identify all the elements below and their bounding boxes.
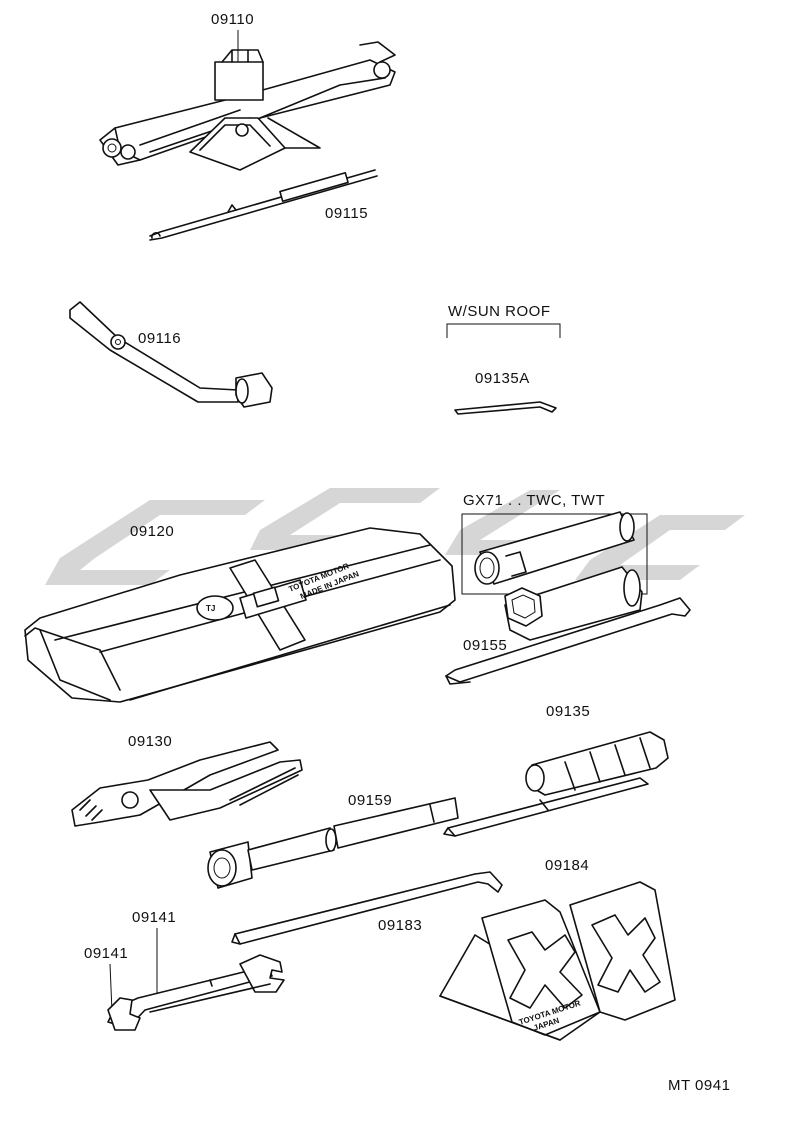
wheel-chocks-drawing: TOYOTA MOTOR JAPAN [439,881,676,1041]
sunroof-bracket [446,323,561,338]
wheel-nut-wrench-drawing [69,301,273,408]
wheel-nut-wrench-label: 09116 [138,330,181,347]
spark-plug-wrench-drawing [445,511,691,685]
socket-wrench-drawing [207,797,459,889]
pliers-label: 09130 [128,733,172,750]
figure-code: MT 0941 [668,1077,730,1094]
sunroof-note: W/SUN ROOF [448,303,551,320]
wrenches-drawing [107,954,285,1031]
gx71-note: GX71 . . TWC, TWT [463,492,605,509]
jack-label: 09110 [211,11,254,28]
pry-bar-drawing [231,871,503,945]
spark-plug-wrench-label: 09155 [463,637,507,654]
screwdriver-label: 09135 [546,703,590,720]
wrench-a-leader [109,963,113,1013]
pry-bar-label: 09183 [378,917,422,934]
jack-handle-drawing [149,169,378,241]
sunroof-tool-drawing [454,401,557,415]
wrench-b-label: 09141 [132,909,176,926]
wrench-a-label: 09141 [84,945,128,962]
jack-handle-label: 09115 [325,205,368,222]
sunroof-tool-label: 09135A [475,370,530,387]
svg-text:TJ: TJ [206,604,215,613]
tool-bag-drawing: TJ TOYOTA MOTOR MADE IN JAPAN [24,527,456,703]
wheel-chocks-label: 09184 [545,857,589,874]
jack-drawing [99,41,396,171]
socket-wrench-label: 09159 [348,792,392,809]
screwdriver-drawing [443,731,669,837]
tool-bag-label: 09120 [130,523,174,540]
pliers-drawing [71,741,303,827]
